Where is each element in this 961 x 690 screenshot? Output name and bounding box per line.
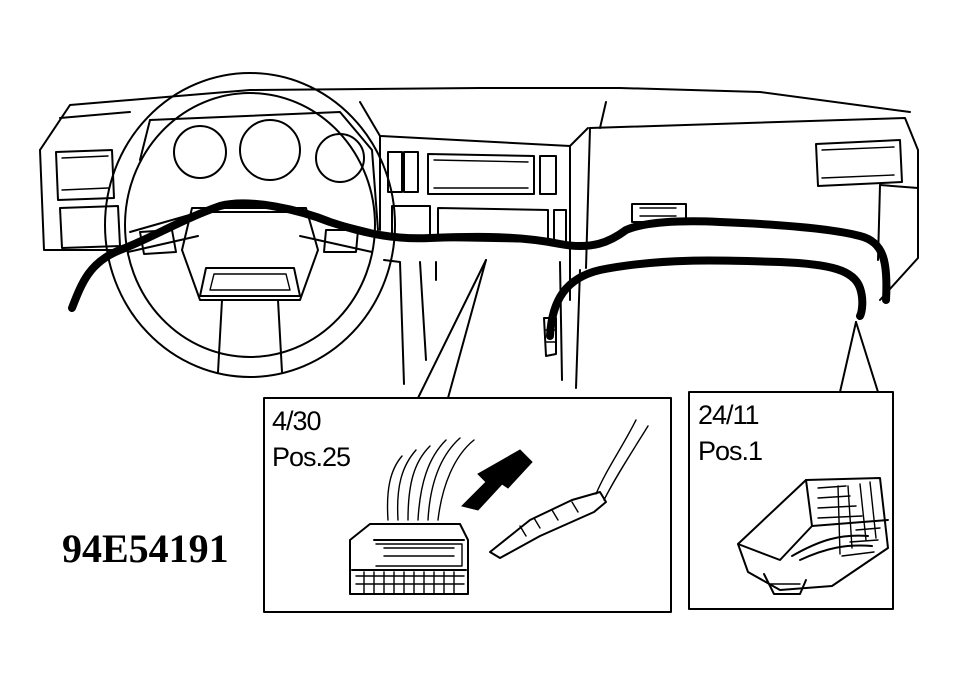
callout-2-line2: Pos.1 — [698, 436, 762, 466]
connector-wires — [386, 437, 475, 521]
callout-box-2: 24/11 Pos.1 — [688, 391, 894, 610]
steering-wheel — [104, 72, 396, 378]
terminal-pin — [489, 419, 649, 559]
figure-reference-number: 94E54191 — [62, 526, 229, 571]
multi-pin-connector — [349, 523, 469, 595]
housing-connector — [737, 477, 889, 595]
callout-2-line1: 24/11 — [698, 400, 759, 430]
callout-box-1: 4/30 Pos.25 — [263, 397, 672, 613]
callout-1-line1: 4/30 — [272, 406, 321, 436]
insertion-arrow — [461, 449, 533, 511]
callout-leader-lines — [417, 259, 879, 399]
wiring-harness — [68, 199, 891, 357]
callout-1-line2: Pos.25 — [272, 442, 350, 472]
